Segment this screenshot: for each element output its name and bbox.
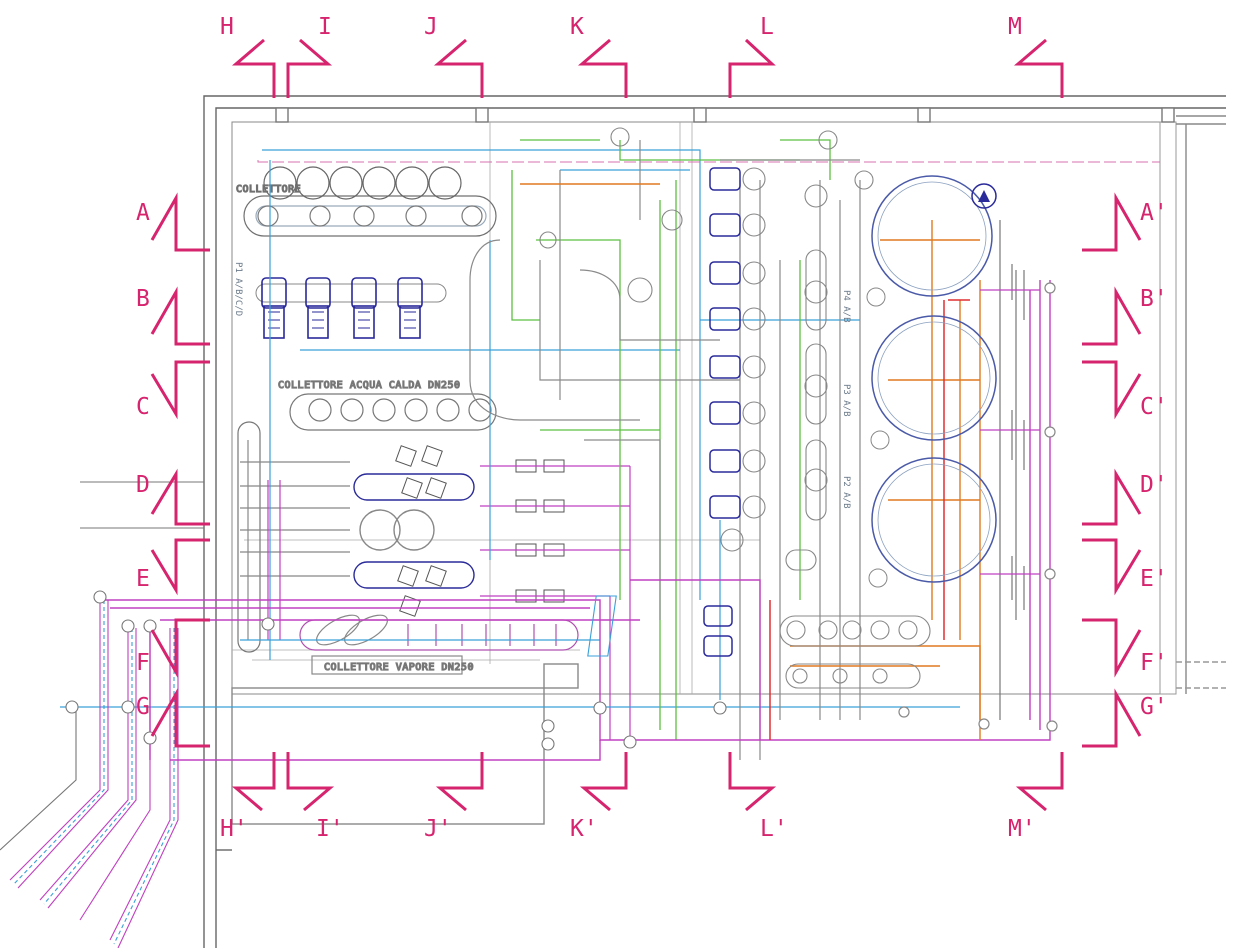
p2-label: P2 A/B bbox=[841, 476, 851, 509]
pipe-network-magenta bbox=[100, 280, 1051, 761]
section-marker-left-D bbox=[150, 468, 210, 526]
section-label-right-D: D' bbox=[1140, 472, 1168, 498]
section-label-top-K: K bbox=[570, 14, 584, 40]
section-marker-top-K bbox=[577, 38, 628, 98]
section-label-left-B: B bbox=[136, 286, 150, 312]
section-marker-bottom-H bbox=[231, 752, 276, 812]
section-marker-right-B bbox=[1082, 286, 1142, 346]
section-label-top-J: J bbox=[424, 14, 438, 40]
section-marker-bottom-M bbox=[1015, 752, 1064, 812]
section-label-left-E: E bbox=[136, 566, 150, 592]
lower-manifold bbox=[587, 595, 931, 689]
section-marker-left-A bbox=[150, 192, 210, 252]
pump-rack-p2-p3-p4: P4 A/B P3 A/B P2 A/B bbox=[539, 127, 874, 657]
pipe-network-blue bbox=[60, 149, 960, 708]
section-marker-left-E bbox=[150, 538, 210, 596]
section-marker-right-A bbox=[1082, 192, 1142, 252]
p1-label: P1 A/B/C/D bbox=[233, 262, 243, 316]
section-marker-top-L bbox=[728, 38, 776, 98]
section-label-top-I: I bbox=[318, 14, 332, 40]
collector-top-label: COLLETTORE bbox=[236, 184, 301, 195]
storage-tanks bbox=[866, 175, 997, 588]
section-marker-top-I bbox=[286, 38, 333, 98]
heat-exchangers bbox=[353, 445, 631, 740]
right-riser-pipes bbox=[898, 220, 1058, 732]
section-label-bottom-I: I' bbox=[316, 816, 344, 842]
section-marker-bottom-I bbox=[286, 752, 335, 812]
section-label-bottom-K: K' bbox=[570, 816, 598, 842]
section-label-top-L: L bbox=[760, 14, 774, 40]
collector-steam-label: COLLETTORE VAPORE DN250 bbox=[324, 662, 474, 673]
section-marker-right-F bbox=[1082, 618, 1142, 678]
section-label-bottom-M: M' bbox=[1008, 816, 1036, 842]
section-label-left-C: C bbox=[136, 394, 150, 420]
section-label-left-A: A bbox=[136, 200, 150, 226]
section-marker-left-F bbox=[150, 618, 210, 678]
section-label-bottom-H: H' bbox=[220, 816, 248, 842]
section-marker-right-E bbox=[1082, 538, 1142, 596]
section-labels: H I J K L M H' I' J' K' L' M' A B C D E … bbox=[136, 14, 1168, 842]
section-label-right-A: A' bbox=[1140, 200, 1168, 226]
pipe-network-red bbox=[769, 299, 970, 740]
section-label-right-B: B' bbox=[1140, 286, 1168, 312]
pumps-p1: P1 A/B/C/D bbox=[233, 262, 447, 339]
section-marker-bottom-K bbox=[579, 752, 628, 812]
exterior-pipe-bundle bbox=[0, 481, 727, 948]
section-marker-left-B bbox=[150, 286, 210, 346]
hot-water-collector-top: COLLETTORE bbox=[235, 166, 497, 237]
section-marker-left-C bbox=[150, 360, 210, 420]
section-label-left-F: F bbox=[136, 650, 150, 676]
hot-water-collector-dn250: COLLETTORE ACQUA CALDA DN250 bbox=[277, 379, 497, 431]
section-marker-top-M bbox=[1013, 38, 1064, 98]
p4-label: P4 A/B bbox=[841, 290, 851, 323]
pipe-network-grey bbox=[469, 140, 861, 760]
collector-hot-water-label: COLLETTORE ACQUA CALDA DN250 bbox=[278, 380, 461, 391]
section-marker-top-J bbox=[433, 38, 484, 98]
section-marker-bottom-L bbox=[728, 752, 777, 812]
section-marker-left-G bbox=[150, 688, 210, 748]
section-marker-top-H bbox=[231, 38, 276, 98]
section-label-right-E: E' bbox=[1140, 566, 1168, 592]
section-marker-right-C bbox=[1082, 360, 1142, 420]
section-label-top-M: M bbox=[1008, 14, 1022, 40]
section-label-left-D: D bbox=[136, 472, 150, 498]
steam-collector-dn250: COLLETTORE VAPORE DN250 bbox=[299, 614, 579, 675]
section-label-bottom-L: L' bbox=[760, 816, 788, 842]
section-marker-right-D bbox=[1082, 468, 1142, 526]
section-label-right-C: C' bbox=[1140, 394, 1168, 420]
section-label-right-G: G' bbox=[1140, 694, 1168, 720]
section-markers bbox=[150, 38, 1142, 812]
section-label-top-H: H bbox=[220, 14, 234, 40]
section-marker-bottom-J bbox=[435, 752, 484, 812]
section-label-bottom-J: J' bbox=[424, 816, 452, 842]
p3-label: P3 A/B bbox=[841, 384, 851, 417]
section-label-left-G: G bbox=[136, 694, 150, 720]
section-label-right-F: F' bbox=[1140, 650, 1168, 676]
left-header-pipework bbox=[237, 421, 350, 653]
section-marker-right-G bbox=[1082, 688, 1142, 748]
